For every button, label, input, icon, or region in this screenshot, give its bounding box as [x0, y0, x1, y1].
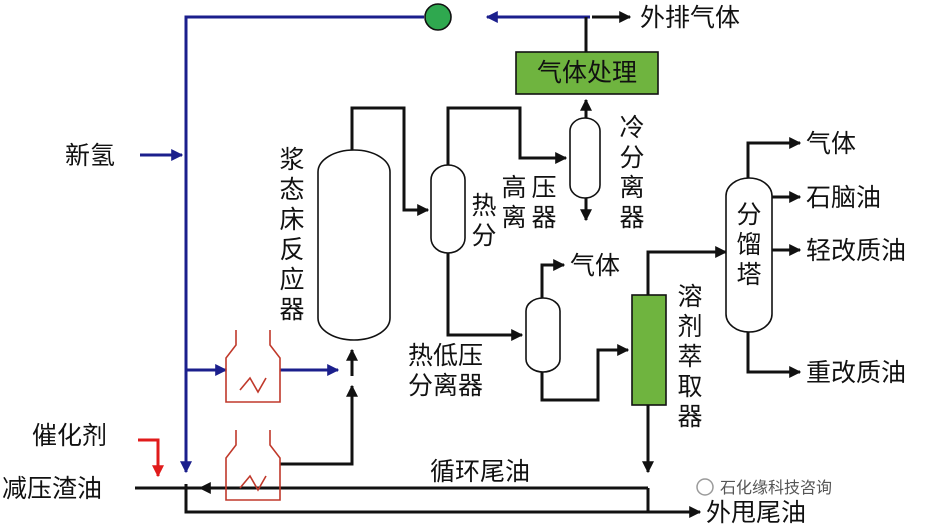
svg-text:反: 反 [279, 235, 304, 264]
svg-text:热: 热 [471, 191, 496, 220]
svg-text:分: 分 [471, 221, 496, 250]
svg-text:器: 器 [531, 203, 556, 232]
svg-text:馏: 馏 [736, 230, 761, 259]
svg-text:器: 器 [619, 203, 644, 232]
svg-text:分: 分 [736, 200, 761, 229]
cold-separator [569, 117, 601, 199]
heavy-oil-label: 重改质油 [806, 358, 906, 387]
svg-text:浆: 浆 [279, 145, 304, 174]
svg-text:应: 应 [279, 265, 304, 294]
watermark-text: 石化缘科技咨询 [720, 478, 832, 497]
fractionator [725, 177, 773, 333]
gas-treatment-label: 气体处理 [537, 58, 637, 87]
svg-text:器: 器 [677, 402, 702, 431]
lp-sep-to-extraction [540, 344, 630, 402]
hot-lp-separator-label-1: 热低压 [408, 341, 483, 370]
extraction-to-fractionator [646, 246, 728, 295]
hot-hp-separator [430, 164, 466, 254]
hot-hp-sep-to-cold-sep [446, 106, 568, 165]
svg-text:器: 器 [279, 295, 304, 324]
hot-lp-separator [525, 297, 561, 373]
vent-gas-label: 外排气体 [640, 3, 740, 32]
vacuum-residue-label: 减压渣油 [2, 474, 102, 503]
recycle-tail-oil-label: 循环尾油 [430, 457, 530, 486]
svg-text:态: 态 [279, 175, 304, 204]
hydrogen-header [184, 15, 424, 470]
svg-text:萃: 萃 [677, 342, 702, 371]
cold-separator-label: 冷 分 离 器 [619, 113, 644, 232]
fractionator-label: 分 馏 塔 [736, 200, 761, 289]
catalyst-label: 催化剂 [32, 421, 107, 450]
heater-lower [225, 430, 281, 501]
new-hydrogen-label: 新氢 [65, 141, 115, 170]
naphtha-label: 石脑油 [806, 183, 881, 212]
svg-text:冷: 冷 [619, 113, 644, 142]
heater-to-reactor-feed [280, 384, 358, 466]
gas-mid-label: 气体 [570, 251, 620, 280]
process-lines [135, 11, 802, 518]
svg-text:床: 床 [279, 205, 304, 234]
slurry-reactor [317, 149, 391, 341]
hydrogen-lines [140, 10, 590, 474]
svg-text:取: 取 [677, 372, 702, 401]
lp-sep-gas-line [540, 259, 566, 298]
svg-text:塔: 塔 [736, 260, 761, 289]
hot-hp-separator-label: 热 分 高 离 压 器 [471, 173, 556, 250]
solvent-extraction-column [631, 294, 667, 406]
svg-text:分: 分 [619, 143, 644, 172]
fractionator-heavy-oil [746, 332, 802, 378]
gas-top-label: 气体 [806, 129, 856, 158]
gas-treatment-box [515, 51, 659, 95]
svg-text:离: 离 [501, 203, 526, 232]
reactor-to-hot-hp-sep [350, 106, 430, 216]
hot-lp-separator-label-2: 分离器 [408, 371, 483, 400]
slurry-reactor-label: 浆 态 床 反 应 器 [279, 145, 304, 324]
watermark: 石化缘科技咨询 [696, 478, 832, 497]
compressor-icon [424, 3, 452, 31]
export-tail-oil-line [184, 484, 702, 518]
catalyst-line [138, 438, 164, 478]
light-oil-label: 轻改质油 [806, 236, 906, 265]
export-tail-oil-label: 外甩尾油 [706, 498, 806, 527]
solvent-extraction-label: 溶 剂 萃 取 器 [677, 282, 702, 431]
svg-text:剂: 剂 [677, 312, 702, 341]
svg-text:溶: 溶 [677, 282, 702, 311]
svg-text:压: 压 [531, 173, 556, 202]
svg-text:离: 离 [619, 173, 644, 202]
wechat-icon [696, 478, 714, 496]
heater-upper [225, 330, 281, 403]
svg-text:高: 高 [501, 173, 526, 202]
hot-hp-sep-to-lp-sep [446, 250, 524, 341]
fractionator-gas [746, 137, 802, 178]
